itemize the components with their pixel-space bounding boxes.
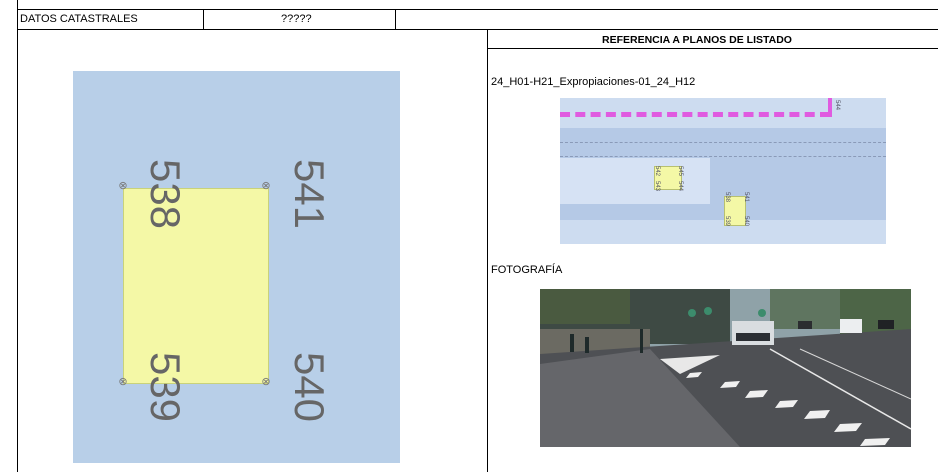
header-divider-1: [203, 9, 204, 29]
reference-plan-map: 542 543 545 544 538 539 541 540 544: [560, 98, 886, 244]
mini-label: 541: [743, 191, 750, 203]
mini-label: 544: [834, 99, 841, 111]
vertex-marker-icon: ⊗: [118, 180, 128, 192]
mini-plot-b: [724, 196, 746, 226]
mini-label: 538: [724, 191, 731, 203]
plot-plan: ⊗ ⊗ ⊗ ⊗ 538 541 539 540: [73, 71, 400, 463]
section-title: REFERENCIA A PLANOS DE LISTADO: [602, 34, 792, 46]
plan-reference: 24_H01-H21_Expropiaciones-01_24_H12: [491, 76, 696, 88]
plot-label-top-right: 541: [286, 158, 334, 230]
plot-label-top-left: 538: [142, 158, 190, 230]
plot-label-bottom-left: 539: [142, 351, 190, 423]
top-rule: [17, 9, 938, 10]
plot-area: [123, 188, 269, 384]
vertex-marker-icon: ⊗: [261, 180, 271, 192]
mini-label: 539: [724, 215, 731, 227]
dashed-axis: [560, 156, 886, 157]
header-bottom-rule: [17, 29, 938, 30]
plot-label-bottom-right: 540: [286, 351, 334, 423]
cadastral-data-label: DATOS CATASTRALES: [20, 13, 138, 25]
mini-label: 542: [654, 165, 661, 177]
expropriation-boundary: [560, 112, 830, 117]
boundary-edge: [828, 98, 832, 117]
dashed-axis: [560, 142, 886, 143]
vertex-marker-icon: ⊗: [118, 376, 128, 388]
column-divider: [487, 29, 488, 472]
section-title-rule: [487, 48, 938, 49]
photo-label: FOTOGRAFÍA: [491, 264, 563, 276]
mini-label: 545: [677, 165, 684, 177]
document-frame: [17, 0, 938, 472]
parcel-zone: [560, 158, 710, 204]
mini-label: 543: [654, 180, 661, 192]
street-photo-illustration: [540, 289, 911, 447]
cadastral-data-value: ?????: [281, 13, 312, 25]
mini-label: 540: [743, 215, 750, 227]
vertex-marker-icon: ⊗: [261, 376, 271, 388]
street-photo: [540, 289, 911, 447]
header-divider-2: [395, 9, 396, 29]
mini-plot-a: [654, 166, 682, 190]
mini-label: 544: [677, 180, 684, 192]
